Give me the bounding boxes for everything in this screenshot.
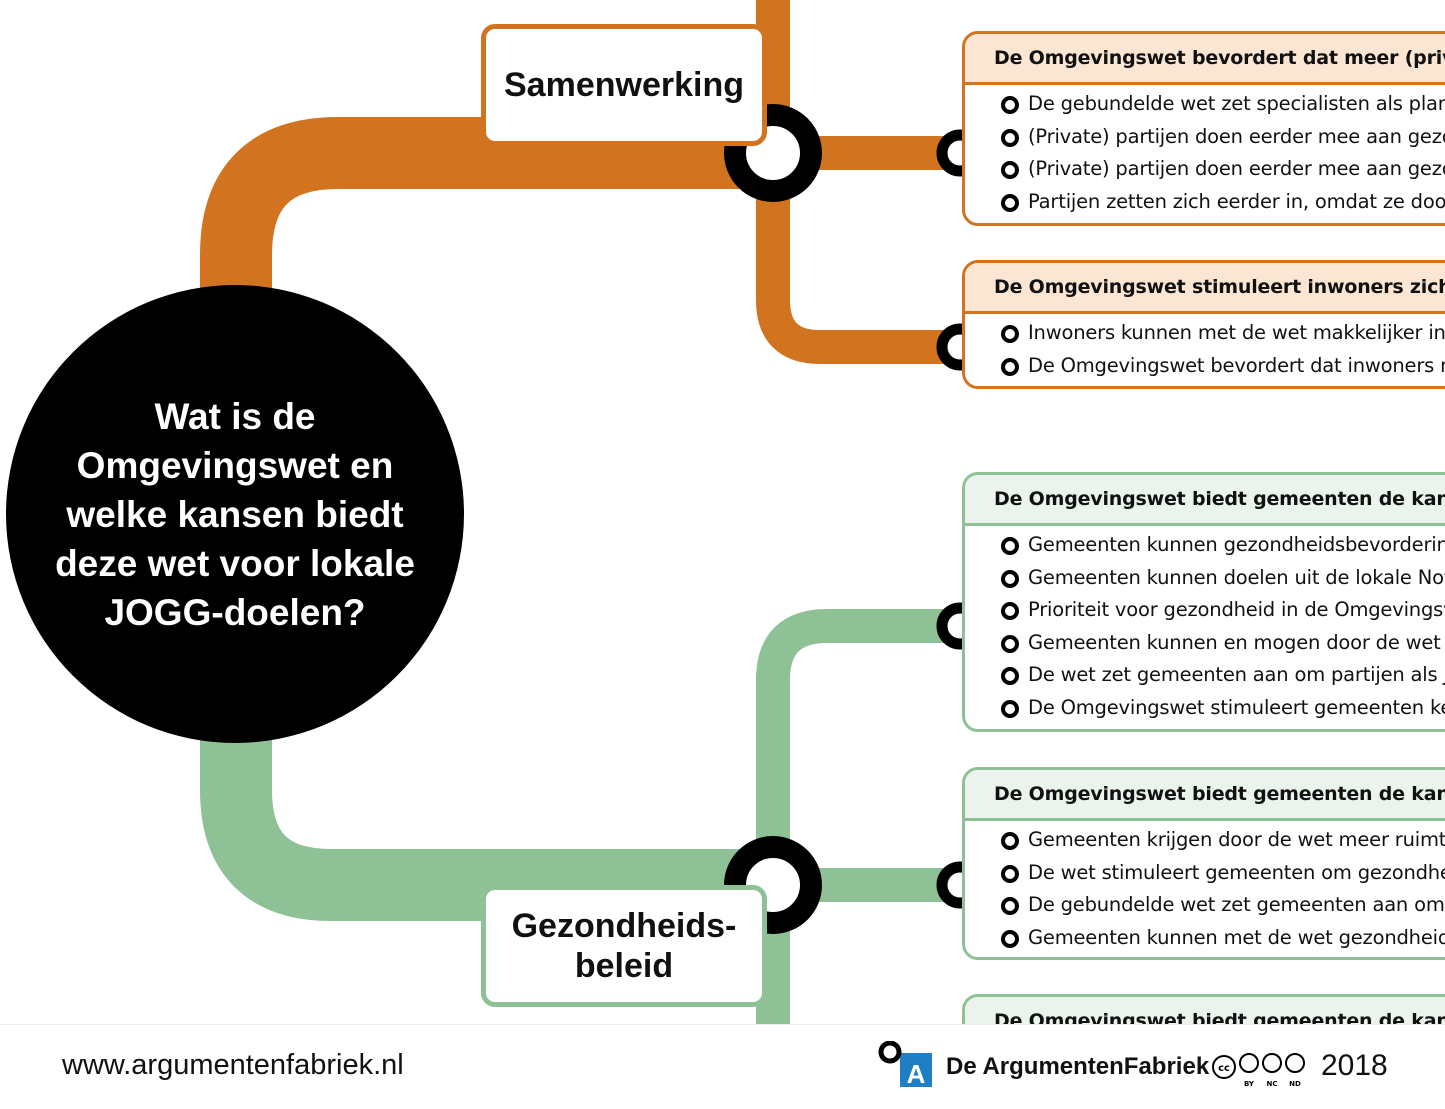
item-text: De gebundelde wet zet specialisten als p… bbox=[1028, 92, 1445, 115]
item-text: Gemeenten krijgen door de wet meer ruimt… bbox=[1028, 828, 1445, 851]
bullet-ring-icon bbox=[1001, 325, 1019, 343]
card-item-list: Inwoners kunnen met de wet makkelijker i… bbox=[965, 314, 1445, 382]
branch-label-line1: Gezondheids- bbox=[511, 907, 737, 945]
list-item[interactable]: Inwoners kunnen met de wet makkelijker i… bbox=[965, 317, 1445, 350]
list-item[interactable]: Gemeenten kunnen met de wet gezondheid r bbox=[965, 922, 1445, 955]
list-item[interactable]: Gemeenten kunnen en mogen door de wet n bbox=[965, 627, 1445, 660]
branch-label-gezondheidsbeleid[interactable]: Gezondheids- beleid bbox=[481, 885, 767, 1007]
bullet-ring-icon bbox=[1001, 569, 1019, 588]
item-text: Inwoners kunnen met de wet makkelijker i… bbox=[1028, 321, 1445, 344]
branch-label-line2: beleid bbox=[574, 947, 674, 985]
argument-card[interactable]: De Omgevingswet bevordert dat meer (priv… bbox=[962, 31, 1445, 226]
central-question-text: Wat is de Omgevingswet en welke kansen b… bbox=[55, 395, 415, 633]
item-text: De Omgevingswet stimuleert gemeenten ker bbox=[1028, 695, 1445, 719]
license-label-by: BY bbox=[1244, 1080, 1255, 1088]
bullet-ring-icon bbox=[1001, 634, 1019, 653]
item-text: (Private) partijen doen eerder mee aan g… bbox=[1028, 157, 1445, 181]
item-text: De Omgevingswet bevordert dat inwoners m bbox=[1028, 353, 1445, 377]
argument-card[interactable]: De Omgevingswet biedt gemeenten de kans … bbox=[962, 767, 1445, 960]
list-item[interactable]: De Omgevingswet bevordert dat inwoners m bbox=[965, 350, 1445, 383]
list-item[interactable]: De gebundelde wet zet gemeenten aan om r bbox=[965, 889, 1445, 922]
bullet-ring-icon bbox=[1001, 897, 1019, 916]
card-heading: De Omgevingswet biedt gemeenten de kans … bbox=[965, 475, 1445, 526]
cc-icon bbox=[1212, 1055, 1236, 1079]
list-item[interactable]: (Private) partijen doen eerder mee aan g… bbox=[965, 121, 1445, 154]
list-item[interactable]: Gemeenten krijgen door de wet meer ruimt… bbox=[965, 824, 1445, 857]
item-text: (Private) partijen doen eerder mee aan g… bbox=[1028, 124, 1445, 148]
card-heading: De Omgevingswet biedt gemeenten de kans … bbox=[965, 770, 1445, 821]
list-item[interactable]: De wet zet gemeenten aan om partijen als… bbox=[965, 659, 1445, 692]
list-item[interactable]: Prioriteit voor gezondheid in de Omgevin… bbox=[965, 594, 1445, 627]
bullet-ring-icon bbox=[1001, 832, 1019, 850]
bullet-ring-icon bbox=[1001, 128, 1019, 147]
item-text: Gemeenten kunnen en mogen door de wet n bbox=[1028, 630, 1445, 654]
bullet-ring-icon bbox=[1001, 602, 1019, 621]
logo-letter: A bbox=[907, 1059, 926, 1087]
item-text: Gemeenten kunnen met de wet gezondheid r bbox=[1028, 925, 1445, 949]
list-item[interactable]: Gemeenten kunnen gezondheidsbevordering bbox=[965, 529, 1445, 562]
list-item[interactable]: (Private) partijen doen eerder mee aan g… bbox=[965, 153, 1445, 186]
bullet-ring-icon bbox=[1001, 357, 1019, 376]
argument-card[interactable]: De Omgevingswet stimuleert inwoners zich… bbox=[962, 260, 1445, 389]
orange-connector-2 bbox=[756, 153, 960, 364]
brand-name: De ArgumentenFabriek bbox=[946, 1053, 1210, 1080]
item-text: De gebundelde wet zet gemeenten aan om r bbox=[1028, 893, 1445, 917]
item-text: De wet stimuleert gemeenten om gezondhei bbox=[1028, 860, 1445, 884]
nd-icon bbox=[1285, 1053, 1305, 1073]
bullet-ring-icon bbox=[1001, 193, 1019, 212]
item-text: Partijen zetten zich eerder in, omdat ze… bbox=[1028, 189, 1445, 213]
nc-icon bbox=[1262, 1053, 1282, 1073]
list-item[interactable]: Gemeenten kunnen doelen uit de lokale No… bbox=[965, 562, 1445, 595]
svg-text:cc: cc bbox=[1218, 1063, 1230, 1074]
list-item[interactable]: De wet stimuleert gemeenten om gezondhei bbox=[965, 857, 1445, 890]
card-item-list: De gebundelde wet zet specialisten als p… bbox=[965, 85, 1445, 218]
orange-main-line bbox=[200, 117, 773, 300]
website-link[interactable]: www.argumentenfabriek.nl bbox=[62, 1049, 404, 1081]
by-icon bbox=[1239, 1053, 1259, 1073]
branch-label-samenwerking[interactable]: Samenwerking bbox=[481, 24, 767, 146]
license-label-nd: ND bbox=[1289, 1080, 1301, 1088]
bullet-ring-icon bbox=[1001, 667, 1019, 686]
bullet-ring-icon bbox=[1001, 864, 1019, 883]
bullet-ring-icon bbox=[1001, 699, 1019, 718]
card-item-list: Gemeenten kunnen gezondheidsbevordering … bbox=[965, 526, 1445, 725]
list-item[interactable]: De gebundelde wet zet specialisten als p… bbox=[965, 88, 1445, 121]
bullet-ring-icon bbox=[1001, 537, 1019, 555]
bullet-ring-icon bbox=[1001, 161, 1019, 180]
green-connector-1 bbox=[756, 609, 960, 885]
bullet-ring-icon bbox=[1001, 929, 1019, 948]
item-text: De wet zet gemeenten aan om partijen als… bbox=[1028, 663, 1445, 687]
creative-commons-license-icon: cc BY NC ND bbox=[1212, 1053, 1305, 1088]
central-question-circle: Wat is de Omgevingswet en welke kansen b… bbox=[6, 285, 464, 743]
item-text: Gemeenten kunnen doelen uit de lokale No… bbox=[1028, 565, 1445, 589]
item-text: Prioriteit voor gezondheid in de Omgevin… bbox=[1028, 598, 1445, 622]
list-item[interactable]: Partijen zetten zich eerder in, omdat ze… bbox=[965, 186, 1445, 219]
card-item-list: Gemeenten krijgen door de wet meer ruimt… bbox=[965, 821, 1445, 954]
footer: www.argumentenfabriek.nl A De Argumenten… bbox=[0, 1024, 1445, 1109]
item-text: Gemeenten kunnen gezondheidsbevordering bbox=[1028, 533, 1445, 556]
branch-label-text: Samenwerking bbox=[504, 65, 744, 104]
green-main-line bbox=[200, 730, 773, 921]
bullet-ring-icon bbox=[1001, 96, 1019, 114]
card-heading: De Omgevingswet bevordert dat meer (priv… bbox=[965, 34, 1445, 85]
year: 2018 bbox=[1321, 1049, 1388, 1082]
list-item[interactable]: De Omgevingswet stimuleert gemeenten ker bbox=[965, 692, 1445, 725]
argument-card[interactable]: De Omgevingswet biedt gemeenten de kans … bbox=[962, 472, 1445, 732]
license-label-nc: NC bbox=[1267, 1080, 1278, 1088]
argumentenfabriek-logo-icon: A bbox=[878, 1041, 932, 1087]
card-heading: De Omgevingswet stimuleert inwoners zich… bbox=[965, 263, 1445, 314]
